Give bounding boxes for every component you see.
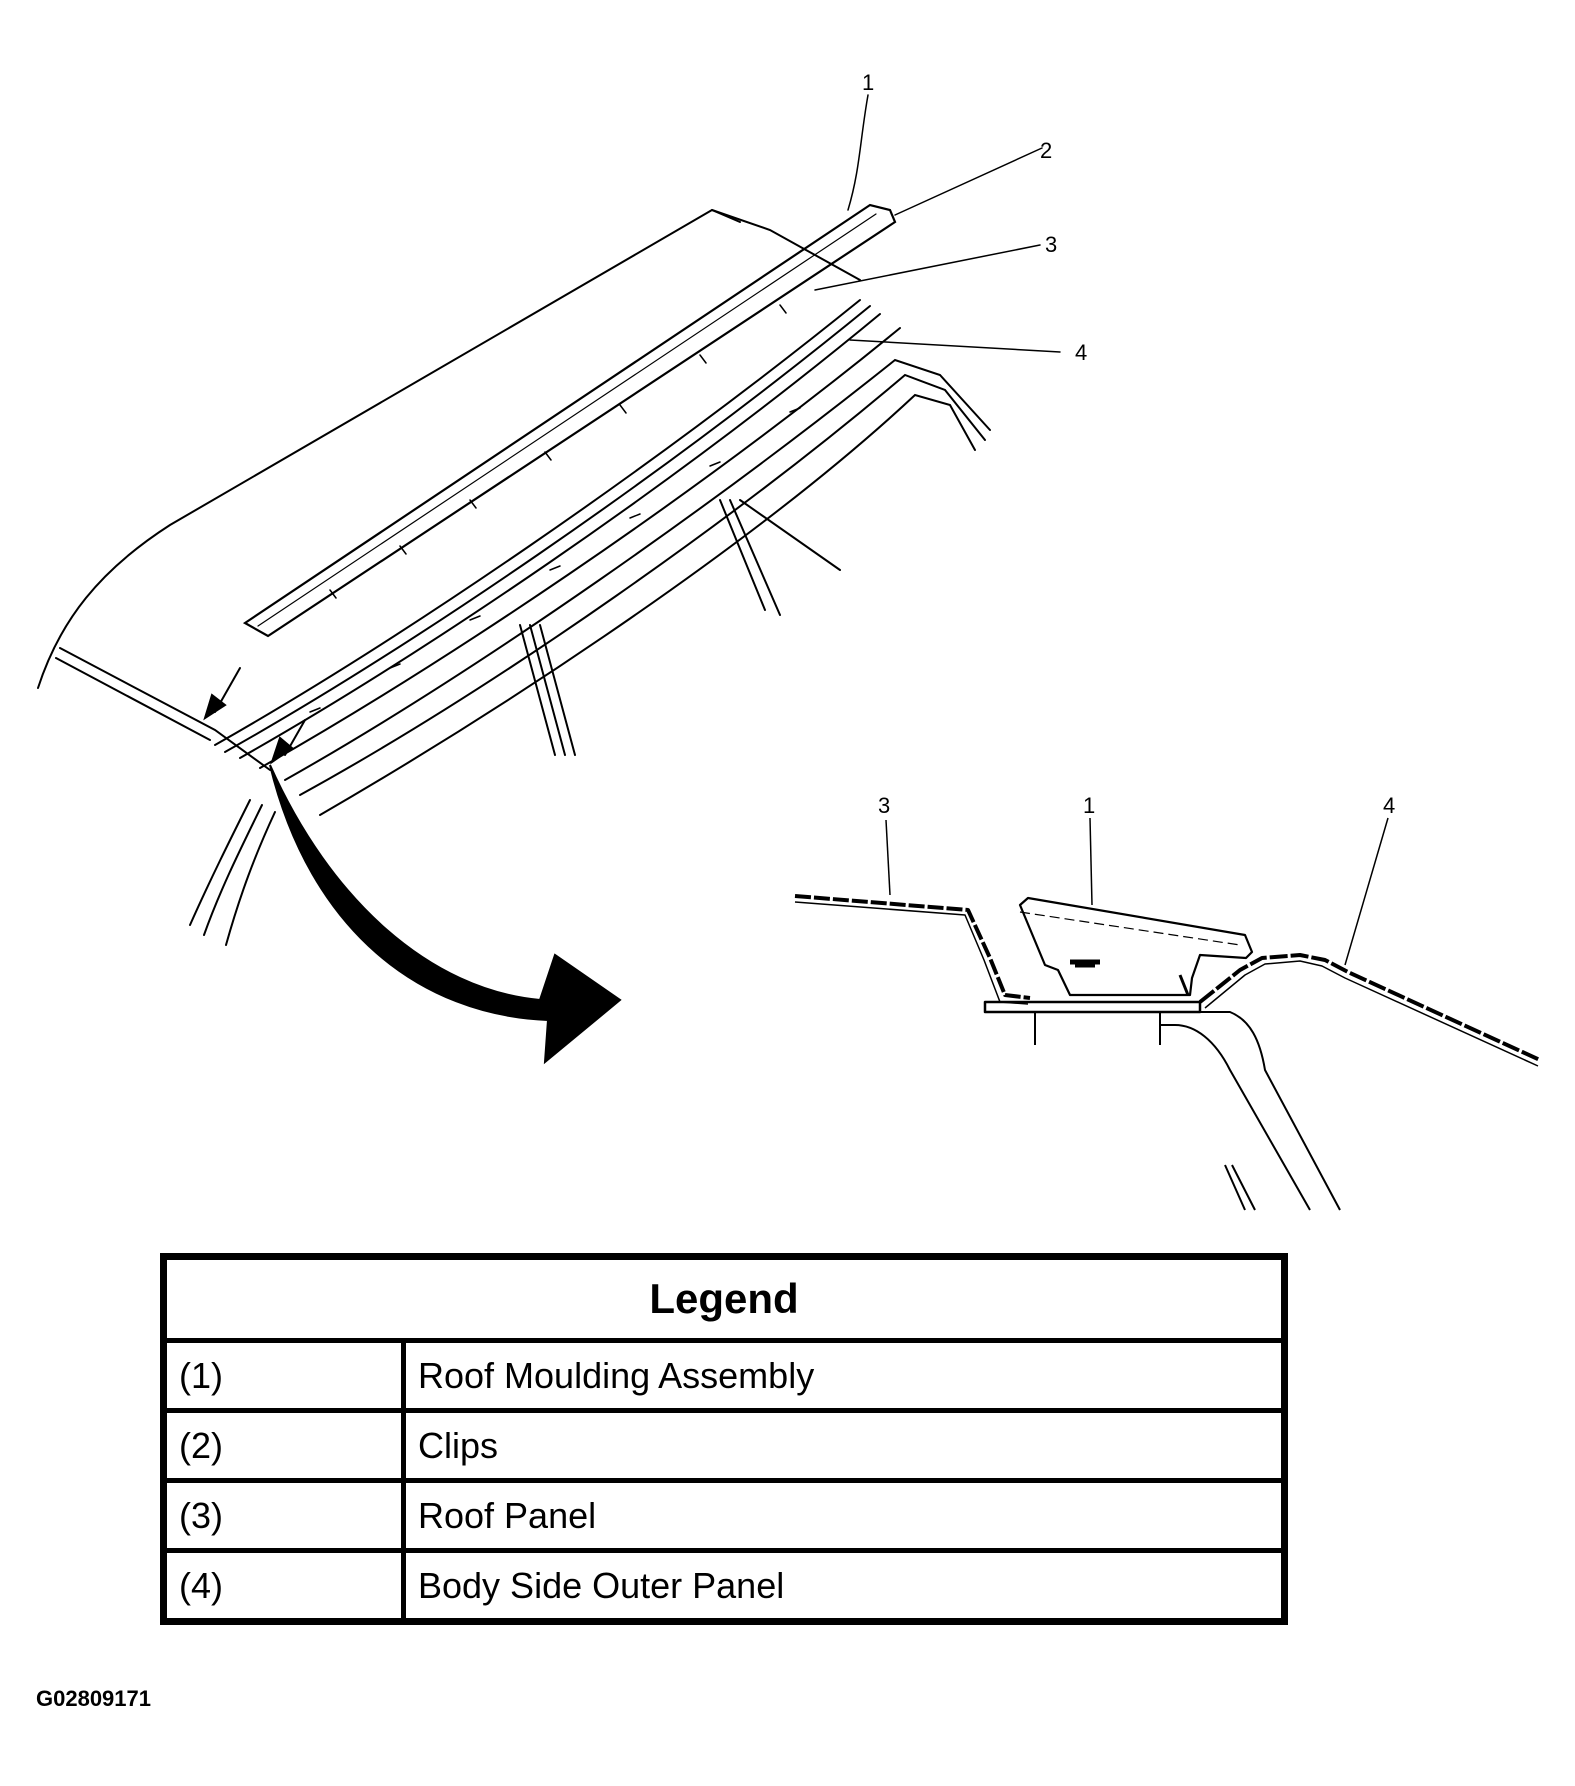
legend-key: (3) <box>161 1478 406 1553</box>
section-body-side-panel <box>1198 953 1541 1062</box>
legend-key: (1) <box>161 1338 406 1413</box>
legend-label: Roof Moulding Assembly <box>401 1338 1287 1413</box>
legend-label: Clips <box>401 1408 1287 1483</box>
roof-channel-lines <box>214 299 861 746</box>
roof-perspective-view <box>37 94 1061 946</box>
roof-panel-outline <box>37 208 741 689</box>
legend-key: (4) <box>161 1548 406 1624</box>
legend-row: (4) Body Side Outer Panel <box>161 1548 1287 1624</box>
section-roof-panel <box>794 894 1031 1000</box>
legend-row: (1) Roof Moulding Assembly <box>161 1338 1287 1413</box>
callout-main-4: 4 <box>1075 340 1087 365</box>
detail-arrow-icon <box>269 764 622 1065</box>
legend-title: Legend <box>161 1254 1287 1343</box>
callout-main-3: 3 <box>1045 232 1057 257</box>
legend-header-row: Legend <box>161 1254 1287 1343</box>
callout-section-1: 1 <box>1083 793 1095 818</box>
figure-id: G02809171 <box>36 1686 151 1711</box>
section-detail-view <box>794 817 1541 1211</box>
direction-arrow-icon <box>270 736 294 765</box>
callout-section-4: 4 <box>1383 793 1395 818</box>
direction-arrow-icon <box>203 693 227 721</box>
roof-moulding-strip <box>242 203 897 638</box>
legend-row: (3) Roof Panel <box>161 1478 1287 1553</box>
callout-labels: 1 2 3 4 3 1 4 <box>862 70 1395 818</box>
section-moulding <box>1018 896 1254 997</box>
callout-section-3: 3 <box>878 793 890 818</box>
callout-main-1: 1 <box>862 70 874 95</box>
body-side-panel-lines <box>284 358 991 781</box>
callout-main-2: 2 <box>1040 138 1052 163</box>
legend-key: (2) <box>161 1408 406 1483</box>
legend-label: Body Side Outer Panel <box>401 1548 1287 1624</box>
legend-row: (2) Clips <box>161 1408 1287 1483</box>
legend-table: Legend (1) Roof Moulding Assembly (2) Cl… <box>160 1253 1288 1625</box>
legend-label: Roof Panel <box>401 1478 1287 1553</box>
